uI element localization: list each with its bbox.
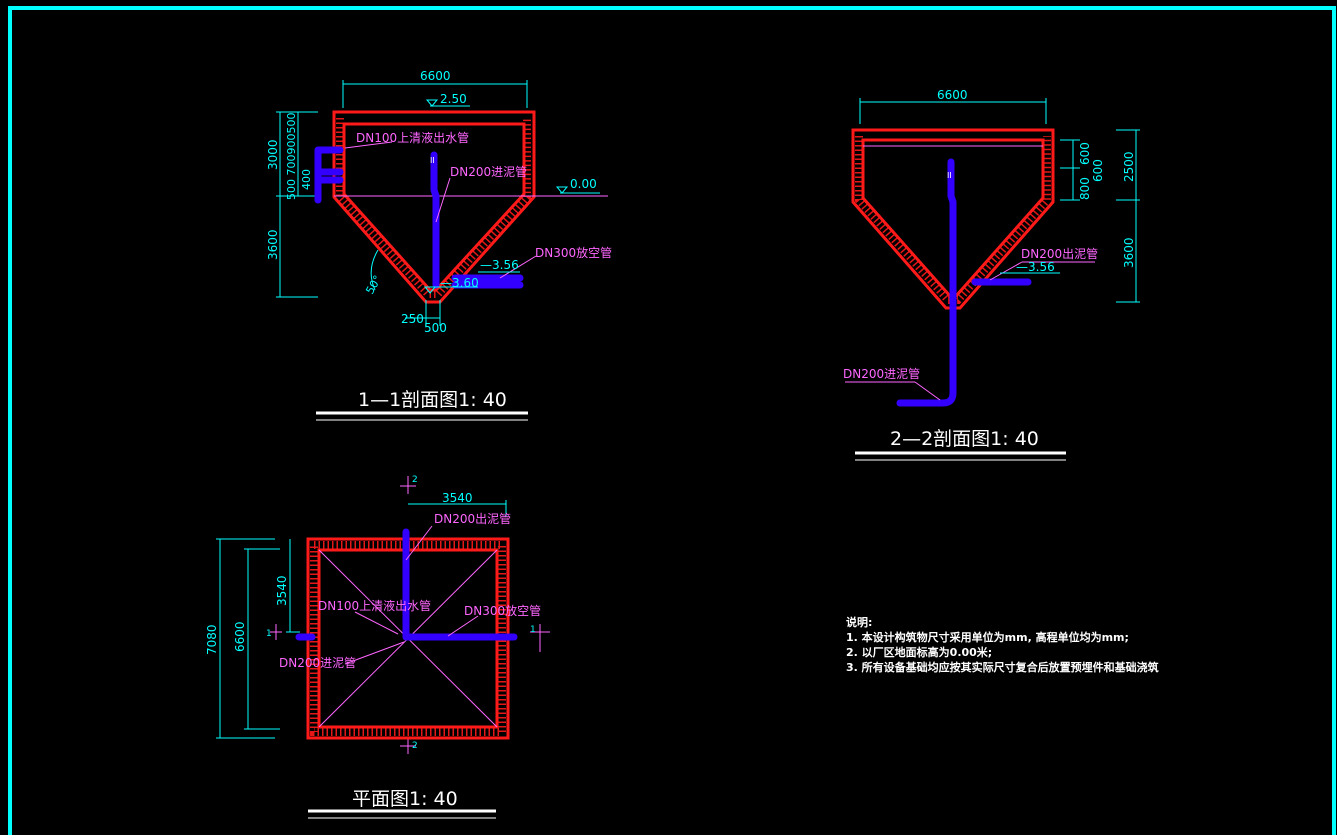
s1-elev-bottom: —3.60: [440, 276, 479, 290]
s1-elev-pipe: —3.56: [480, 258, 519, 272]
notes-item-2: 2. 以厂区地面标高为0.00米;: [846, 645, 992, 659]
s2-dim-width: 6600: [937, 88, 968, 102]
s1-dim-250: 250: [401, 312, 424, 326]
s1-label-inlet: DN200进泥管: [450, 164, 527, 179]
plan-marker-2-top: 2: [412, 475, 418, 485]
s2-dim-800: 800: [1078, 177, 1092, 200]
s1-elev-ground: 0.00: [570, 177, 597, 191]
s1-dim-small: 500 700900500: [285, 113, 298, 200]
design-notes: 说明: 1. 本设计构筑物尺寸采用单位为mm, 高程单位均为mm; 2. 以厂区…: [846, 615, 1159, 674]
s1-dim-width: 6600: [420, 69, 451, 83]
plan-label-outlet: DN100上清液出水管: [318, 598, 431, 613]
s2-dim-3600: 3600: [1122, 237, 1136, 268]
s2-label-inlet: DN200进泥管: [843, 366, 920, 381]
s1-dim-500: 500: [424, 321, 447, 335]
plan-marker-1-left: 1: [266, 629, 272, 639]
plan-label-inlet: DN200进泥管: [279, 655, 356, 670]
s1-dim-3000: 3000: [266, 139, 280, 170]
s2-title: 2—2剖面图1: 40: [890, 428, 1039, 450]
drawing-frame: [8, 6, 1336, 835]
plan-dim-6600: 6600: [233, 621, 247, 652]
s1-dim-3600: 3600: [266, 229, 280, 260]
s2-pipe-cap: II: [947, 171, 952, 180]
s2-dim-600a: 600: [1078, 142, 1092, 165]
plan-view: 2 2 1 1 3540 7080 6600 3540: [205, 475, 550, 819]
plan-label-sludge-out: DN200出泥管: [434, 511, 511, 526]
section-1-1: 6600 2.50 0.00 3000 3600 500 700900500 4…: [266, 69, 612, 421]
notes-heading: 说明:: [846, 615, 872, 629]
plan-dim-3540: 3540: [275, 575, 289, 606]
s2-elev-pipe: —3.56: [1016, 260, 1055, 274]
s2-dim-2500: 2500: [1122, 151, 1136, 182]
s1-label-outlet: DN100上清液出水管: [356, 130, 469, 145]
s2-label-outlet: DN200出泥管: [1021, 246, 1098, 261]
section-2-2: 6600 600 600 800 2500 3600 II DN200进泥管 D…: [843, 88, 1140, 461]
plan-dim-7080: 7080: [205, 624, 219, 655]
s2-dim-600b: 600: [1091, 159, 1105, 182]
s1-elev-top: 2.50: [440, 92, 467, 106]
plan-title: 平面图1: 40: [352, 788, 458, 810]
notes-item-3: 3. 所有设备基础均应按其实际尺寸复合后放置预埋件和基础浇筑: [846, 660, 1159, 674]
s1-angle: 50°: [363, 273, 384, 296]
plan-marker-1-right: 1: [530, 625, 536, 635]
s1-pipe-cap: II: [430, 156, 435, 165]
s1-label-drain: DN300放空管: [535, 245, 612, 260]
notes-item-1: 1. 本设计构筑物尺寸采用单位为mm, 高程单位均为mm;: [846, 630, 1129, 644]
plan-marker-2-bottom: 2: [412, 741, 418, 751]
plan-label-drain: DN300放空管: [464, 603, 541, 618]
plan-dim-top: 3540: [442, 491, 473, 505]
s1-title: 1—1剖面图1: 40: [358, 389, 507, 411]
s1-dim-400: 400: [300, 169, 313, 190]
